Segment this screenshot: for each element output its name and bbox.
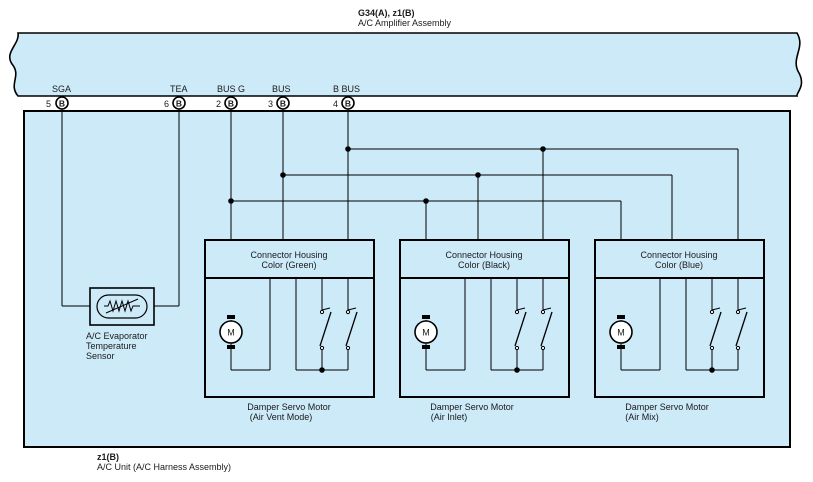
servo3-name: Damper Servo Motor: [625, 402, 709, 412]
sensor-label-line3: Sensor: [86, 351, 115, 361]
svg-text:B: B: [176, 99, 182, 109]
servo-box: [399, 239, 570, 398]
switch-icon: [319, 311, 332, 347]
servo-box: [204, 239, 375, 398]
svg-text:B: B: [59, 99, 65, 109]
sensor-label-line1: A/C Evaporator: [86, 331, 148, 341]
pin-label-bus: BUS: [272, 84, 291, 94]
thermistor-icon: [96, 294, 148, 319]
junction-dot: [280, 172, 286, 178]
junction-dot: [319, 367, 325, 373]
pin-bus: 3 B: [268, 96, 290, 110]
pin-label-tea: TEA: [170, 84, 188, 94]
pin-sga: 5 B: [46, 96, 69, 110]
amplifier-connector-id: G34(A), z1(B): [358, 8, 415, 18]
servo3-function: (Air Mix): [625, 412, 659, 422]
sensor-label-line2: Temperature: [86, 341, 137, 351]
switch-icon: [709, 311, 722, 347]
motor-icon: [219, 320, 243, 344]
pin-bus-g: 2 B: [216, 96, 238, 110]
junction-dot: [514, 367, 520, 373]
pin-label-bus-g: BUS G: [217, 84, 245, 94]
svg-text:5: 5: [46, 99, 51, 109]
housing-color: Color (Green): [261, 260, 316, 270]
thermistor-arrow-icon: [105, 298, 139, 314]
svg-text:4: 4: [333, 99, 338, 109]
svg-text:3: 3: [268, 99, 273, 109]
resistor-icon: [104, 299, 140, 313]
unit-name: A/C Unit (A/C Harness Assembly): [97, 462, 231, 472]
switch-icon: [735, 311, 748, 347]
servo-air-vent-mode: Connector Housing Color (Green) M: [204, 239, 375, 398]
junction-dot: [709, 367, 715, 373]
bus-wiring: [61, 109, 739, 307]
pin-label-sga: SGA: [52, 84, 71, 94]
junction-dot: [345, 146, 351, 152]
servo2-name: Damper Servo Motor: [430, 402, 514, 412]
servo1-name: Damper Servo Motor: [247, 402, 331, 412]
motor-icon: [414, 320, 438, 344]
unit-connector-id: z1(B): [97, 452, 119, 462]
svg-text:M: M: [422, 328, 430, 338]
servo-air-mix: Connector Housing Color (Blue) M: [594, 239, 765, 398]
svg-text:6: 6: [164, 99, 169, 109]
pin-b-bus: 4 B: [333, 96, 355, 110]
housing-label-line1: Connector Housing: [445, 250, 522, 260]
servo-box: [594, 239, 765, 398]
sensor-housing: [89, 287, 155, 326]
housing-color: Color (Black): [458, 260, 510, 270]
housing-color: Color (Blue): [655, 260, 703, 270]
svg-text:B: B: [228, 99, 234, 109]
servo1-function: (Air Vent Mode): [250, 412, 313, 422]
housing-label-line1: Connector Housing: [640, 250, 717, 260]
pin-label-b-bus: B BUS: [333, 84, 360, 94]
svg-text:B: B: [280, 99, 286, 109]
junction-dot: [540, 146, 546, 152]
servo-air-inlet: Connector Housing Color (Black) M: [399, 239, 570, 398]
servo2-function: (Air Inlet): [431, 412, 468, 422]
junction-dot: [423, 198, 429, 204]
switch-icon: [345, 311, 358, 347]
pin-tea: 6 B: [164, 96, 186, 110]
svg-text:B: B: [345, 99, 351, 109]
svg-text:M: M: [617, 328, 625, 338]
switch-icon: [540, 311, 553, 347]
motor-icon: [609, 320, 633, 344]
junction-dot: [228, 198, 234, 204]
svg-text:2: 2: [216, 99, 221, 109]
evaporator-temperature-sensor: [89, 287, 155, 326]
switch-icon: [514, 311, 527, 347]
junction-dot: [475, 172, 481, 178]
amplifier-assembly-body: [9, 32, 803, 97]
housing-label-line1: Connector Housing: [250, 250, 327, 260]
amplifier-name: A/C Amplifier Assembly: [358, 18, 452, 28]
svg-text:M: M: [227, 328, 235, 338]
